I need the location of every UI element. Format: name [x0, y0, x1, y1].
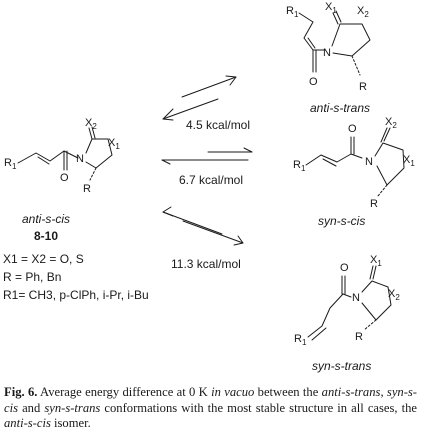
equilibrium-arrow-top: [162, 75, 237, 121]
product-syn-s-cis-label: syn-s-cis: [318, 214, 365, 228]
svg-text:O: O: [60, 172, 69, 184]
condition-line-1: X1 = X2 = O, S: [3, 252, 84, 266]
svg-text:R1: R1: [4, 157, 17, 171]
svg-text:X1: X1: [108, 137, 120, 151]
svg-text:R1: R1: [294, 333, 307, 347]
product-anti-s-trans-structure: R1 O N X1 X2 R: [286, 1, 371, 93]
svg-text:X1: X1: [370, 254, 382, 268]
svg-text:X1: X1: [403, 154, 415, 168]
reaction-scheme: R1 O N X2 X1 R anti-s-cis 8-10 X1 = X2 =…: [3, 1, 415, 373]
svg-text:O: O: [340, 262, 349, 274]
svg-text:R: R: [359, 81, 367, 93]
svg-text:R: R: [83, 183, 91, 195]
product-syn-s-trans-structure: O R1 N X1 X2 R: [294, 254, 400, 347]
reactant-label: anti-s-cis: [22, 212, 70, 226]
svg-text:R1: R1: [286, 5, 299, 19]
svg-text:N: N: [365, 156, 373, 168]
equilibrium-arrow-bottom: [162, 206, 244, 246]
svg-text:N: N: [352, 292, 360, 304]
svg-text:N: N: [76, 153, 84, 165]
figure-label: Fig. 6.: [4, 385, 38, 399]
product-syn-s-trans-label: syn-s-trans: [312, 359, 371, 373]
energy-anti-s-trans: 4.5 kcal/mol: [186, 118, 250, 132]
svg-text:X2: X2: [385, 116, 397, 130]
product-syn-s-cis-structure: R1 O N X2 X1 R: [293, 116, 415, 210]
svg-text:X2: X2: [357, 5, 369, 19]
reactant-structure: R1 O N X2 X1 R: [4, 117, 120, 195]
svg-text:X2: X2: [388, 288, 400, 302]
condition-line-3: R1= CH3, p-ClPh, i-Pr, i-Bu: [3, 288, 149, 302]
svg-text:O: O: [309, 76, 318, 88]
svg-text:N: N: [323, 47, 331, 59]
equilibrium-arrow-middle: [161, 147, 253, 165]
product-anti-s-trans-label: anti-s-trans: [310, 101, 370, 115]
condition-line-2: R = Ph, Bn: [3, 270, 61, 284]
svg-text:X2: X2: [85, 117, 97, 131]
svg-text:X1: X1: [325, 1, 337, 15]
svg-text:O: O: [348, 123, 357, 135]
compound-number: 8-10: [34, 229, 58, 243]
energy-syn-s-trans: 11.3 kcal/mol: [171, 257, 241, 271]
figure-caption: Fig. 6. Average energy difference at 0 K…: [4, 385, 418, 430]
svg-text:R: R: [355, 331, 363, 343]
energy-syn-s-cis: 6.7 kcal/mol: [179, 173, 243, 187]
svg-text:R: R: [370, 198, 378, 210]
svg-text:R1: R1: [293, 159, 306, 173]
